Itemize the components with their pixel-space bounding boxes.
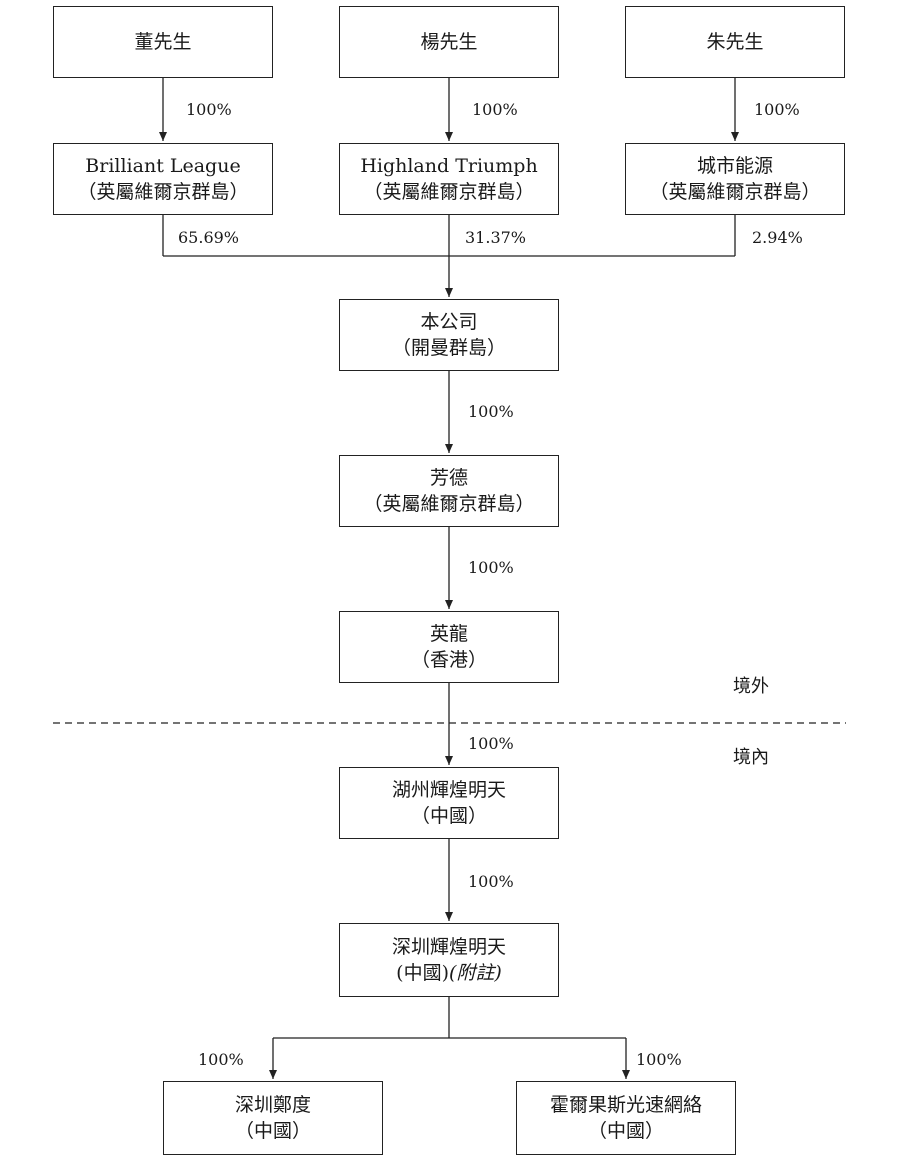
city-energy-box: 城市能源 （英屬維爾京群島）	[625, 143, 845, 215]
pct-dong-brilliant: 100%	[186, 100, 232, 119]
city-energy-name: 城市能源	[696, 155, 773, 177]
shareholder-zhu-name: 朱先生	[706, 31, 764, 53]
onshore-label: 境內	[733, 747, 769, 768]
huzhou-place: （中國）	[410, 805, 487, 827]
shenzhen-place-line: (中國)(附註)	[396, 960, 502, 986]
shenzhen-place: (中國)	[396, 962, 449, 984]
huzhou-name: 湖州輝煌明天	[391, 779, 506, 801]
pct-highland-company: 31.37%	[465, 228, 527, 247]
shareholder-dong-name: 董先生	[134, 31, 192, 53]
fangde-name: 芳德	[429, 467, 468, 489]
horgos-place: （中國）	[587, 1120, 664, 1142]
pct-city-energy-company: 2.94%	[752, 228, 803, 247]
pct-shenzhen-zhengdu: 100%	[198, 1050, 244, 1069]
brilliant-league-box: Brilliant League （英屬維爾京群島）	[53, 143, 273, 215]
company-name: 本公司	[420, 311, 478, 333]
huzhou-box: 湖州輝煌明天 （中國）	[339, 767, 559, 839]
horgos-name: 霍爾果斯光速網絡	[549, 1094, 702, 1116]
shenzhen-zhengdu-place: （中國）	[234, 1120, 311, 1142]
pct-brilliant-company: 65.69%	[178, 228, 240, 247]
pct-company-fangde: 100%	[468, 402, 514, 421]
pct-shenzhen-horgos: 100%	[636, 1050, 682, 1069]
horgos-box: 霍爾果斯光速網絡 （中國）	[516, 1081, 736, 1155]
highland-triumph-box: Highland Triumph （英屬維爾京群島）	[339, 143, 559, 215]
shenzhen-name: 深圳輝煌明天	[391, 936, 506, 958]
fangde-place: （英屬維爾京群島）	[363, 493, 535, 515]
city-energy-place: （英屬維爾京群島）	[649, 181, 821, 203]
pct-fangde-yinglong: 100%	[468, 558, 514, 577]
shareholder-yang-name: 楊先生	[420, 31, 478, 53]
shareholder-yang-box: 楊先生	[339, 6, 559, 78]
offshore-label: 境外	[733, 676, 769, 697]
shenzhen-zhengdu-name: 深圳鄭度	[234, 1094, 311, 1116]
company-place: （開曼群島）	[391, 337, 506, 359]
yinglong-box: 英龍 （香港）	[339, 611, 559, 683]
highland-triumph-name: Highland Triumph	[360, 155, 538, 177]
pct-yinglong-huzhou: 100%	[468, 734, 514, 753]
yinglong-place: （香港）	[410, 649, 487, 671]
shenzhen-note: (附註)	[449, 962, 502, 984]
shareholder-dong-box: 董先生	[53, 6, 273, 78]
shareholder-zhu-box: 朱先生	[625, 6, 845, 78]
yinglong-name: 英龍	[429, 623, 468, 645]
shenzhen-zhengdu-box: 深圳鄭度 （中國）	[163, 1081, 383, 1155]
pct-zhu-city-energy: 100%	[754, 100, 800, 119]
highland-triumph-place: （英屬維爾京群島）	[363, 181, 535, 203]
shenzhen-box: 深圳輝煌明天 (中國)(附註)	[339, 923, 559, 997]
company-box: 本公司 （開曼群島）	[339, 299, 559, 371]
brilliant-league-place: （英屬維爾京群島）	[77, 181, 249, 203]
fangde-box: 芳德 （英屬維爾京群島）	[339, 455, 559, 527]
pct-huzhou-shenzhen: 100%	[468, 872, 514, 891]
brilliant-league-name: Brilliant League	[85, 155, 241, 177]
pct-yang-highland: 100%	[472, 100, 518, 119]
